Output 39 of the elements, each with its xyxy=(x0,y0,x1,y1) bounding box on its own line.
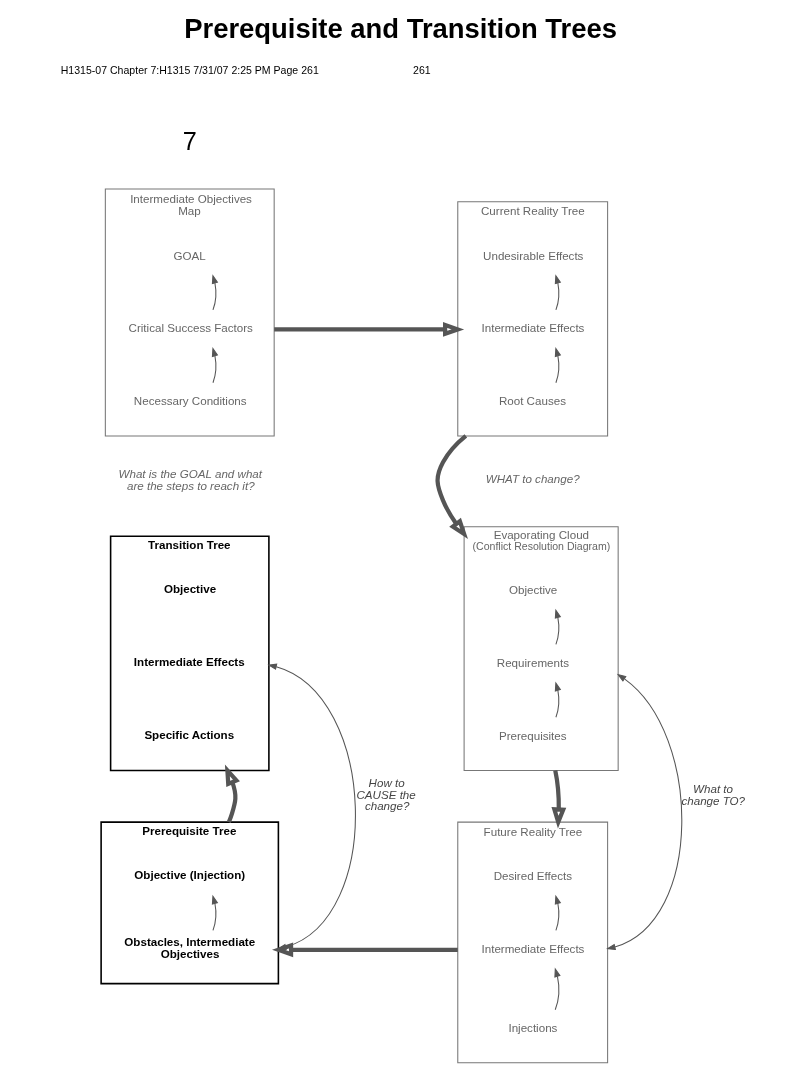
arrow xyxy=(554,681,562,718)
edge-label: How to CAUSE the change? xyxy=(356,776,416,813)
node-text: Specific Actions xyxy=(144,727,235,741)
arrow xyxy=(554,894,562,931)
node-label: WHAT to change? xyxy=(485,472,580,486)
label: H1315-07 Chapter 7:H1315 7/31/07 2:25 PM Page 261 xyxy=(60,63,319,76)
node-text: Intermediate Effects xyxy=(133,654,245,668)
label: 7 xyxy=(182,127,197,156)
arrow xyxy=(274,321,465,337)
arrow xyxy=(224,764,240,823)
arrow xyxy=(211,894,219,931)
node-text: Objective xyxy=(508,583,558,597)
node-text: Prerequisites xyxy=(498,728,567,742)
node-text: Intermediate Effects xyxy=(481,941,585,955)
arrow xyxy=(554,274,562,311)
node-text: Objective (Injection) xyxy=(134,867,246,881)
node-label: What is the GOAL and what are the steps to reach it? xyxy=(118,466,263,492)
edge-label: What to change TO? xyxy=(681,781,746,807)
node-text: Critical Success Factors xyxy=(128,321,253,335)
node-text: Undesirable Effects xyxy=(483,248,584,262)
arrow xyxy=(554,347,562,384)
node-text: Requirements xyxy=(496,655,569,669)
node-text: Necessary Conditions xyxy=(133,394,247,408)
node-text: Objective xyxy=(163,581,217,595)
node-text: Root Causes xyxy=(498,394,566,408)
node-text: GOAL xyxy=(173,248,206,262)
arrow xyxy=(211,347,219,384)
diagram-title: Prerequisite and Transition Trees xyxy=(184,12,618,44)
arrow xyxy=(551,770,567,829)
arrow xyxy=(554,608,562,645)
label: 261 xyxy=(413,63,431,76)
node-text: Desired Effects xyxy=(493,868,573,882)
arrow xyxy=(606,673,683,951)
arrow xyxy=(211,274,219,311)
node-text: Intermediate Effects xyxy=(481,321,585,335)
node-text: Injections xyxy=(508,1020,558,1034)
arrow xyxy=(435,434,468,539)
node-text: Obstacles, Intermediate Objectives xyxy=(124,935,256,961)
arrow xyxy=(554,967,561,1011)
